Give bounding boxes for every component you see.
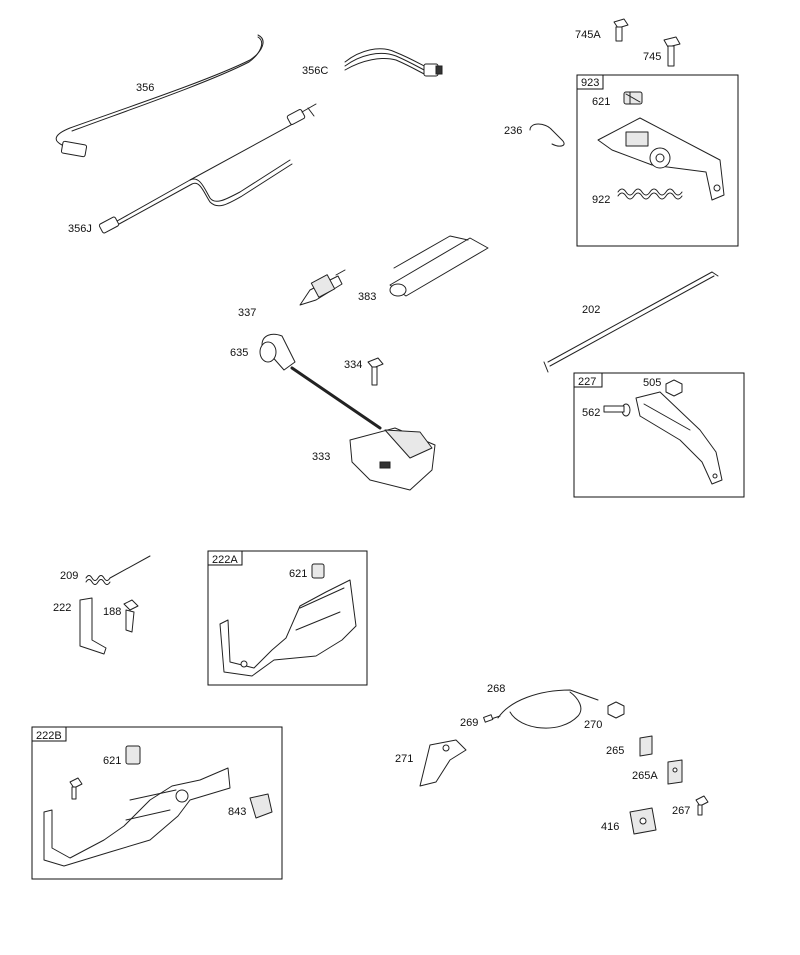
part-562-bolt [603, 403, 631, 417]
part-227-lever [635, 391, 723, 485]
label-270: 270 [584, 719, 602, 731]
part-416-bracket [629, 807, 657, 835]
kit-227-tag [573, 372, 603, 388]
label-227: 227 [578, 376, 596, 388]
label-334: 334 [344, 359, 362, 371]
label-745: 745 [643, 51, 661, 63]
part-188-clip [123, 599, 139, 633]
label-356: 356 [136, 82, 154, 94]
part-265a-clip [667, 759, 683, 785]
part-333-ignition-coil [290, 366, 436, 491]
part-236-link [529, 123, 565, 147]
part-269-fitting [483, 714, 494, 723]
label-188: 188 [103, 606, 121, 618]
part-922-spring [617, 188, 683, 200]
kit-222a-tag [207, 550, 243, 566]
part-271-lever [419, 739, 467, 787]
part-621-clip [623, 91, 643, 105]
label-621-222a: 621 [289, 568, 307, 580]
kit-227-box [573, 372, 745, 498]
label-843: 843 [228, 806, 246, 818]
kit-923-box [576, 74, 739, 247]
label-505: 505 [643, 377, 661, 389]
label-356j: 356J [68, 223, 92, 235]
part-505-nut [665, 379, 683, 397]
part-334-screw [367, 357, 384, 386]
label-337: 337 [238, 307, 256, 319]
part-270-nut [607, 701, 625, 719]
part-209-spring [85, 555, 151, 585]
part-267-screw [695, 795, 709, 816]
label-416: 416 [601, 821, 619, 833]
part-268-cable [487, 689, 599, 729]
kit-923-tag [576, 74, 604, 90]
part-222-bracket [79, 597, 107, 655]
label-209: 209 [60, 570, 78, 582]
label-268: 268 [487, 683, 505, 695]
part-356j-harness [98, 103, 317, 234]
part-337-spark-plug [299, 269, 346, 306]
part-202-rod [543, 271, 719, 373]
label-236: 236 [504, 125, 522, 137]
label-356c: 356C [302, 65, 328, 77]
label-562: 562 [582, 407, 600, 419]
part-356-wire [55, 34, 264, 158]
label-265: 265 [606, 745, 624, 757]
label-383: 383 [358, 291, 376, 303]
part-222b-screw [69, 777, 83, 800]
label-923: 923 [581, 77, 599, 89]
part-843-pad [249, 793, 273, 819]
kit-222b-box [31, 726, 283, 880]
label-269: 269 [460, 717, 478, 729]
part-265-clip [639, 735, 653, 757]
kit-222a-box [207, 550, 368, 686]
label-621-222b: 621 [103, 755, 121, 767]
label-222a: 222A [212, 554, 238, 566]
label-271: 271 [395, 753, 413, 765]
kit-222b-tag [31, 726, 67, 742]
part-383-tool [389, 235, 489, 297]
label-621-923: 621 [592, 96, 610, 108]
part-621-clip-222b [125, 745, 141, 765]
label-222: 222 [53, 602, 71, 614]
label-635: 635 [230, 347, 248, 359]
part-635-boot [259, 333, 296, 371]
label-922: 922 [592, 194, 610, 206]
part-923-governor-bracket [597, 117, 725, 201]
label-333: 333 [312, 451, 330, 463]
label-202: 202 [582, 304, 600, 316]
label-267: 267 [672, 805, 690, 817]
part-745-bolt [663, 36, 681, 67]
part-222b-bracket [43, 767, 231, 867]
part-745a-bolt [613, 18, 629, 42]
part-222a-bracket [219, 579, 357, 677]
part-356c-harness [344, 48, 443, 77]
label-265a: 265A [632, 770, 658, 782]
part-621-clip-222a [311, 563, 325, 579]
label-222b: 222B [36, 730, 62, 742]
label-745a: 745A [575, 29, 601, 41]
